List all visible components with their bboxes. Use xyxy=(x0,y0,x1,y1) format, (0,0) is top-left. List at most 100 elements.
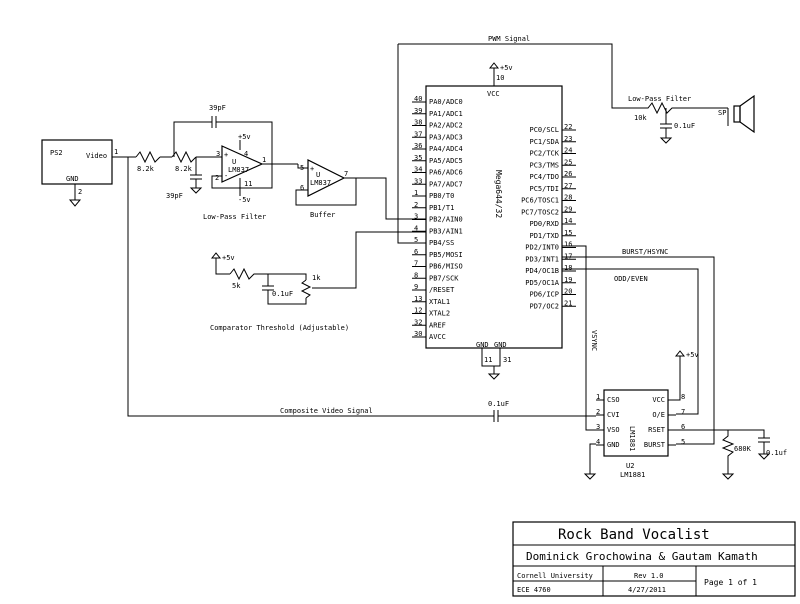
lm1881-pin-label: RSET xyxy=(648,426,666,434)
composite-label: Composite Video Signal xyxy=(280,407,373,415)
lm1881-name: LM1881 xyxy=(620,471,645,479)
mcu-pin-label: PB0/T0 xyxy=(429,192,454,200)
r1-label: 8.2k xyxy=(137,165,155,173)
mcu-pin-label: PB4/SS xyxy=(429,239,454,247)
mcu-pin-label: XTAL2 xyxy=(429,310,450,318)
u-label: U xyxy=(232,158,236,166)
lm1881-pin-label: BURST xyxy=(644,441,666,449)
mcu-pin-number: 24 xyxy=(564,147,572,155)
vcc-arrow-icon xyxy=(210,252,222,259)
lm1881-pin-label: GND xyxy=(607,441,620,449)
wire xyxy=(676,429,765,438)
mcu-pin-number: 27 xyxy=(564,182,572,190)
wire xyxy=(676,356,681,401)
mcu-pin-label: PC2/TCK xyxy=(529,150,559,158)
wire xyxy=(312,231,426,289)
resistor-icon xyxy=(229,267,307,281)
ground-icon xyxy=(721,473,735,480)
mcu-pin-label: PD1/TXD xyxy=(529,232,559,240)
opamp1-triangle xyxy=(221,145,264,183)
mcu-gnd1: GND xyxy=(476,341,489,349)
wire xyxy=(344,177,426,220)
mcu-pin-label: PD2/INT0 xyxy=(525,244,559,252)
opamp2-pin7: 7 xyxy=(344,170,348,178)
mcu-pin-label: PA6/ADC6 xyxy=(429,169,463,177)
mcu-pin-label: PD5/OC1A xyxy=(525,279,560,287)
ground-icon xyxy=(68,199,82,207)
ground-icon xyxy=(583,473,597,480)
plus-sign: + xyxy=(224,151,228,159)
lm1881-pin-number: 5 xyxy=(681,438,685,446)
opamp1-name: LM837 xyxy=(228,166,249,174)
lpf-r: 10k xyxy=(634,114,647,122)
mcu-pin-number: 17 xyxy=(564,252,572,260)
mcu-pin-label: PA4/ADC4 xyxy=(429,145,463,153)
mcu-pin-number: 21 xyxy=(564,299,572,307)
mcu-v5: +5v xyxy=(500,64,513,72)
wire xyxy=(481,348,501,367)
mcu-pin-number: 15 xyxy=(564,229,572,237)
speaker-label: SP xyxy=(718,109,726,117)
mcu-pin-label: PA0/ADC0 xyxy=(429,98,463,106)
ps2-box xyxy=(41,139,113,185)
mcu-pin-number: 1 xyxy=(414,189,418,197)
mcu-pin-label: PC7/TOSC2 xyxy=(521,208,559,216)
filter-label: Low-Pass Filter xyxy=(203,213,266,221)
resistor-icon xyxy=(135,150,161,164)
mcu-pin-label: PD4/OC1B xyxy=(525,267,559,275)
oddeven-label: ODD/EVEN xyxy=(614,275,648,283)
mcu-pin-number: 22 xyxy=(564,123,572,131)
title-authors: Dominick Grochowina & Gautam Kamath xyxy=(526,550,758,563)
mcu-vccpin: 10 xyxy=(496,74,504,82)
oddeven-wire xyxy=(562,268,699,415)
lm1881-pin-number: 6 xyxy=(681,423,685,431)
lm1881-pin-label: VCC xyxy=(652,396,665,404)
lm1881-pin-label: VSO xyxy=(607,426,620,434)
opamp1-pin1: 1 xyxy=(262,156,266,164)
u-label: U xyxy=(316,171,320,179)
c2-label: 39pF xyxy=(166,192,183,200)
mcu-pin-label: PC3/TMS xyxy=(529,161,559,169)
mcu-pin-number: 4 xyxy=(414,224,418,232)
wire xyxy=(173,121,212,157)
mcu-pin-label: PA1/ADC1 xyxy=(429,110,463,118)
opamp1-pin11: 11 xyxy=(244,180,252,188)
mcu-pin-label: PB2/AIN0 xyxy=(429,216,463,224)
title-date: 4/27/2011 xyxy=(628,586,666,594)
mcu-pin-number: 34 xyxy=(414,166,422,174)
lm1881-pin-number: 4 xyxy=(596,438,600,446)
mcu-gp2: 31 xyxy=(503,356,511,364)
burst-label: BURST/HSYNC xyxy=(622,248,668,256)
mcu-gnd2: GND xyxy=(494,341,507,349)
mcu-pin-label: PB7/SCK xyxy=(429,274,459,282)
mcu-pin-number: 5 xyxy=(414,236,418,244)
opamp2-pin6: 6 xyxy=(300,184,304,192)
mcu-pin-number: 16 xyxy=(564,241,572,249)
wire xyxy=(216,121,273,163)
mcu-pin-number: 19 xyxy=(564,276,572,284)
wire xyxy=(267,290,307,305)
mcu-pin-label: PA5/ADC5 xyxy=(429,157,463,165)
comp-pot: 1k xyxy=(312,274,321,282)
mcu-pin-number: 12 xyxy=(414,307,422,315)
mcu-pin-number: 37 xyxy=(414,130,422,138)
pwm-label: PWM Signal xyxy=(488,35,530,43)
vsync-wire xyxy=(562,245,596,431)
title-org: Cornell University xyxy=(517,572,593,580)
opamp1-plus5: +5v xyxy=(238,133,251,141)
mcu-pin-number: 9 xyxy=(414,283,418,291)
title-rev: Rev 1.0 xyxy=(634,572,664,580)
mcu-pin-number: 6 xyxy=(414,248,418,256)
mcu-pin-number: 39 xyxy=(414,107,422,115)
mcu-pin-label: PC5/TDI xyxy=(529,185,559,193)
mcu-pin-number: 30 xyxy=(414,330,422,338)
mcu-pin-label: XTAL1 xyxy=(429,298,450,306)
opamp1-pin3: 3 xyxy=(216,150,220,158)
mcu-pin-label: PB3/AIN1 xyxy=(429,227,463,235)
mcu-pin-label: PC0/SCL xyxy=(529,126,559,134)
lm1881-v5: +5v xyxy=(686,351,699,359)
wire xyxy=(397,88,426,244)
